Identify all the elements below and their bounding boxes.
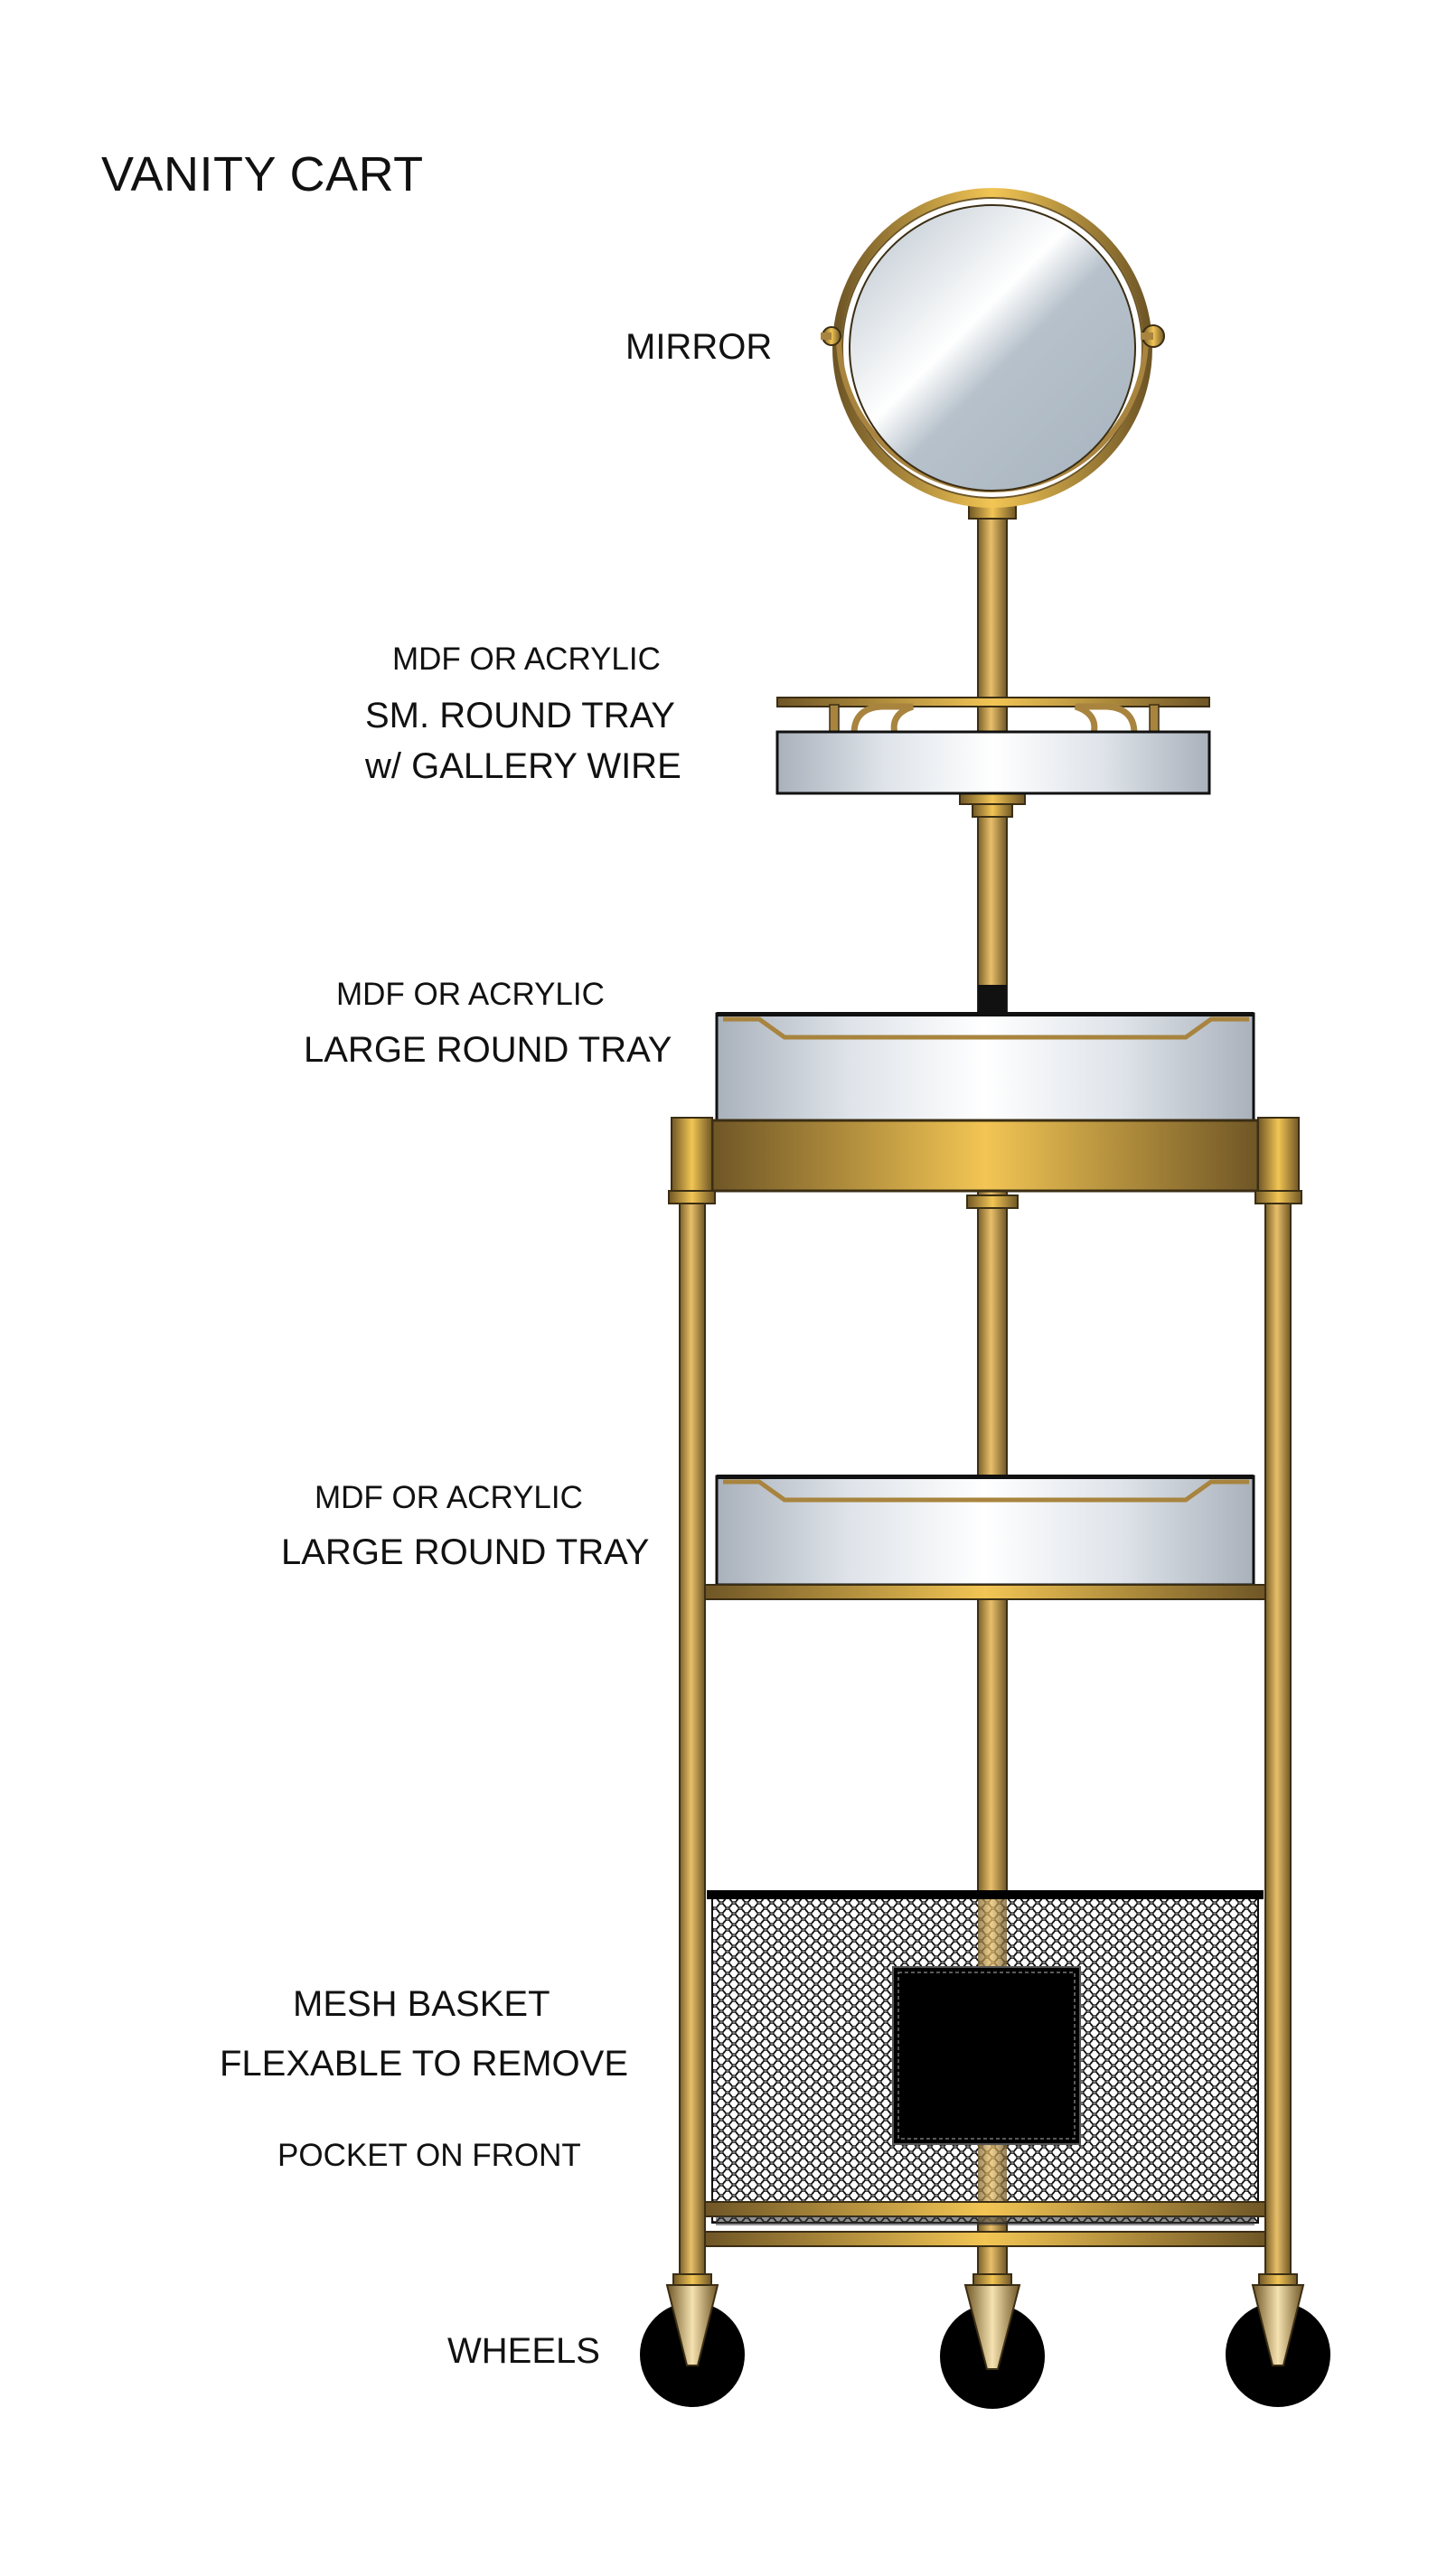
large-tray-top-material-label: MDF OR ACRYLIC: [336, 977, 605, 1012]
wheels: [640, 2273, 1330, 2409]
wheel-left: [640, 2273, 745, 2407]
small-tray-material-label: MDF OR ACRYLIC: [392, 642, 661, 677]
mirror: [821, 188, 1165, 508]
large-tray-middle-name-label: LARGE ROUND TRAY: [281, 1532, 650, 1572]
mesh-basket-label: MESH BASKET: [293, 1984, 550, 2024]
large-round-tray-top: [715, 985, 1255, 1122]
pocket-label: POCKET ON FRONT: [277, 2138, 581, 2173]
front-pocket: [892, 1966, 1081, 2145]
small-tray-gallery-label: w/ GALLERY WIRE: [365, 746, 681, 786]
wheel-right: [1226, 2273, 1330, 2407]
small-tray-name-label: SM. ROUND TRAY: [365, 696, 675, 735]
large-tray-middle-material-label: MDF OR ACRYLIC: [315, 1480, 583, 1515]
mesh-removable-label: FLEXABLE TO REMOVE: [220, 2044, 629, 2084]
small-round-tray: [775, 697, 1211, 795]
top-brass-band: [668, 1117, 1302, 1204]
wheel-center: [940, 2273, 1045, 2409]
diagram-title: VANITY CART: [101, 147, 424, 201]
large-tray-top-name-label: LARGE ROUND TRAY: [304, 1030, 672, 1070]
large-round-tray-middle: [704, 1475, 1266, 1600]
mirror-label: MIRROR: [625, 327, 773, 367]
wheels-label: WHEELS: [447, 2331, 600, 2371]
